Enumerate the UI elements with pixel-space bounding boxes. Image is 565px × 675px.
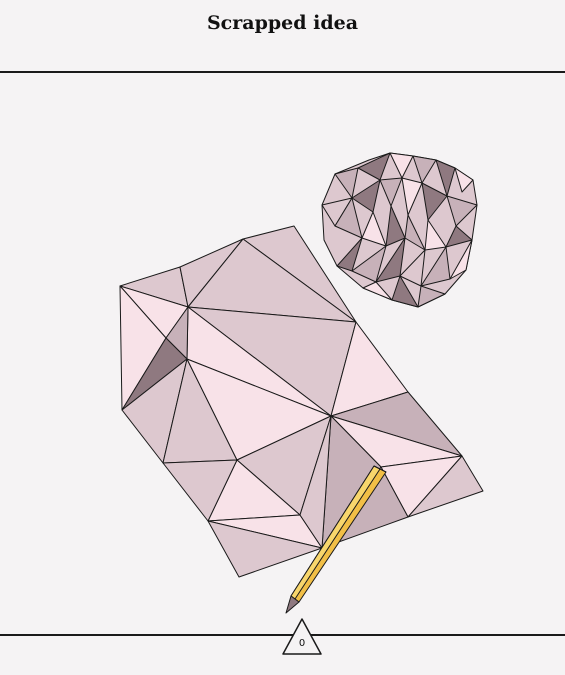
counter-value: 0: [298, 638, 306, 649]
counter-badge: 0: [281, 617, 323, 657]
header-bar: Scrapped idea: [0, 0, 565, 73]
page-title: Scrapped idea: [206, 12, 359, 34]
triangle-icon: [282, 618, 322, 655]
pencil-icon[interactable]: [285, 465, 387, 614]
paper-sheet[interactable]: [119, 225, 484, 578]
paper-ball-icon[interactable]: [321, 152, 478, 308]
footer-line: [0, 634, 565, 636]
